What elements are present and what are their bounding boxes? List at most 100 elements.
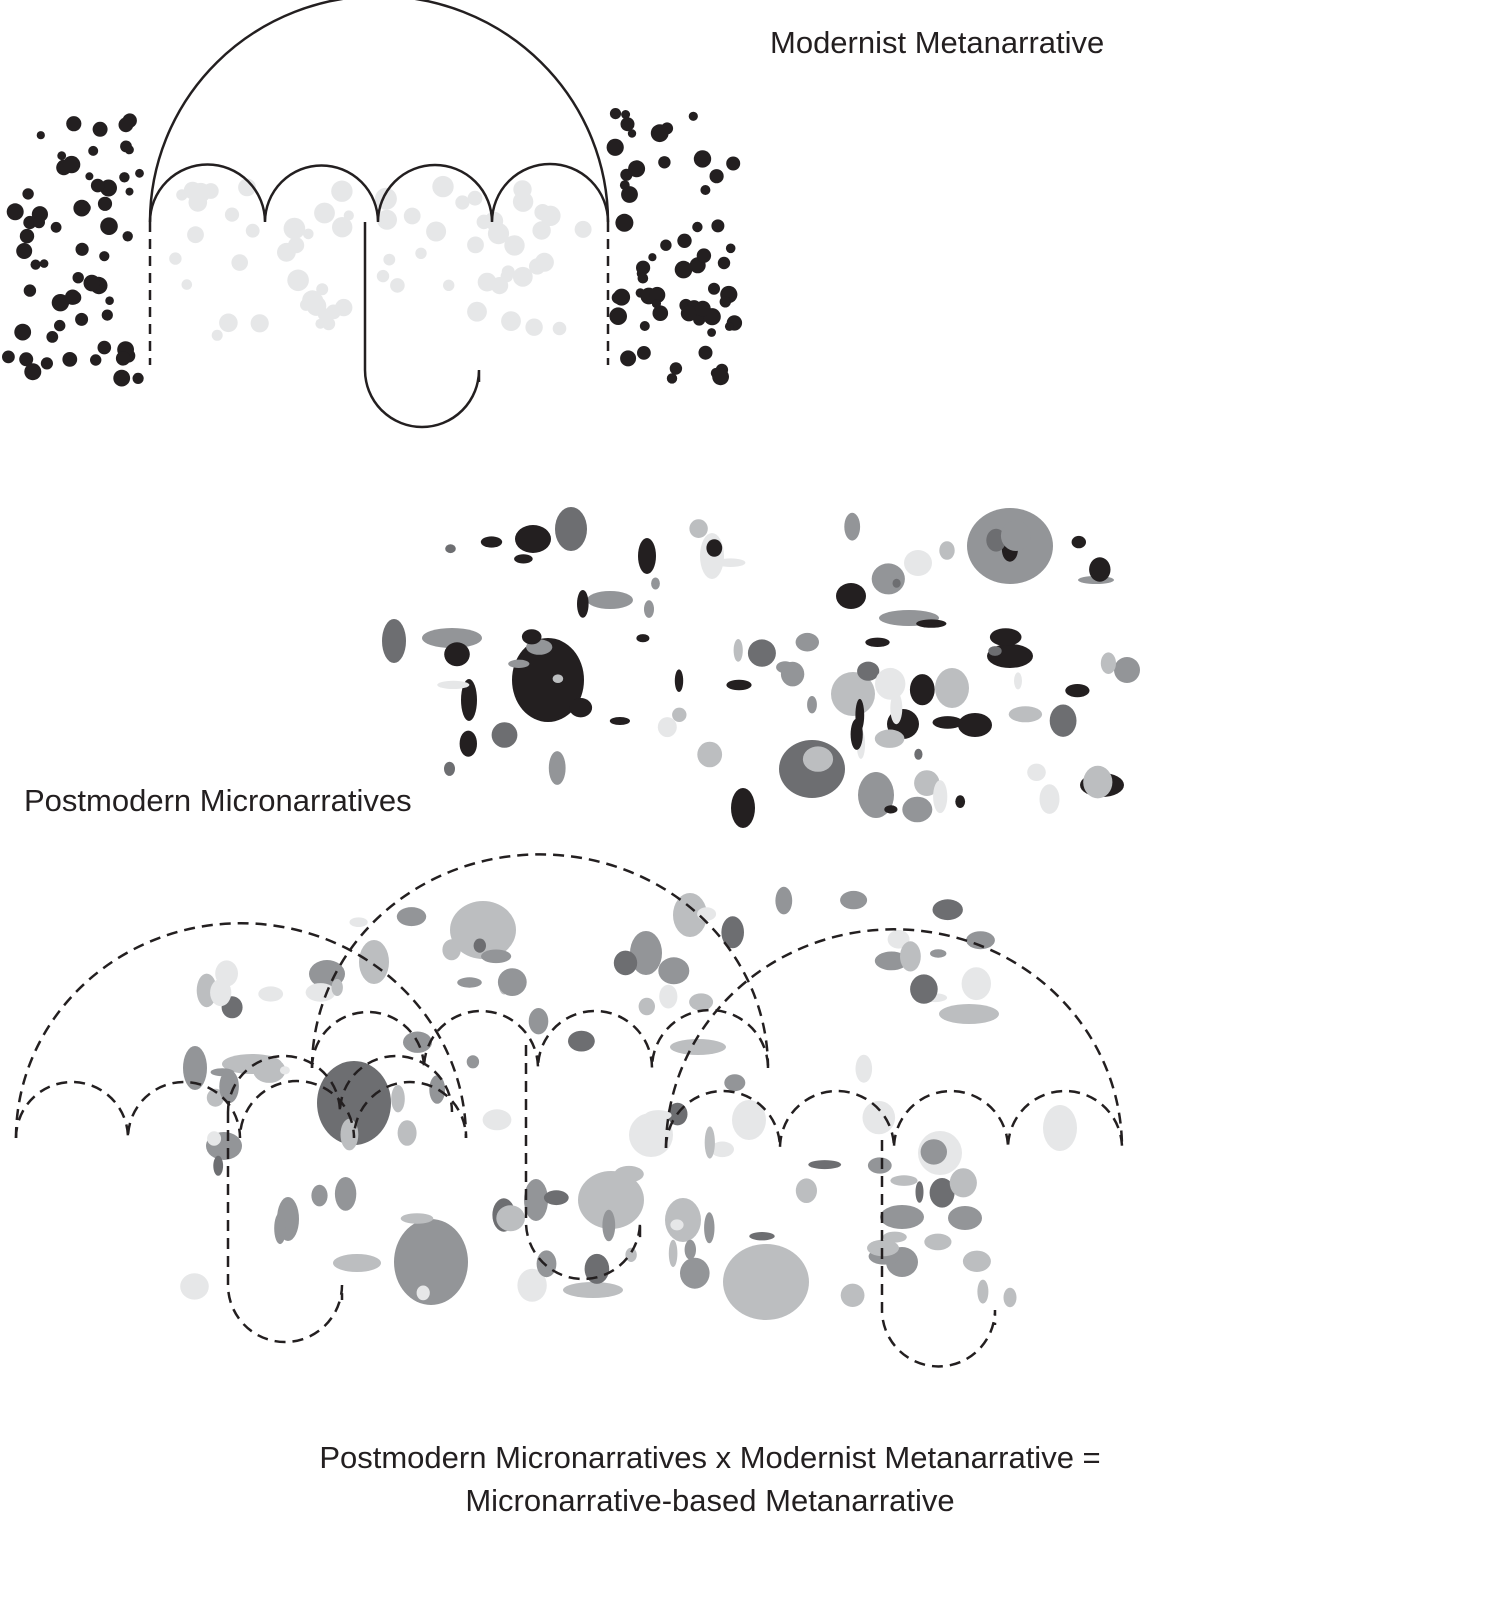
micronarrative [548,751,566,785]
micronarrative-gray [668,1239,678,1268]
micronarrative-gray [481,949,512,964]
raindrop-light [224,207,240,222]
raindrop-dark [620,350,637,367]
micronarrative-gray [206,1088,224,1107]
micronarrative [638,538,656,574]
raindrop-dark [88,145,99,156]
micronarrative [577,590,589,618]
micronarrative-gray [219,1069,239,1104]
micronarrative [1071,535,1087,549]
micronarrative [795,632,819,652]
raindrop-dark [680,305,698,322]
micronarrative-gray [334,1177,357,1211]
raindrop-dark [696,248,712,263]
micronarrative-gray [563,1282,623,1298]
micronarrative [651,577,660,590]
micronarrative-gray [331,979,343,996]
micronarrative-gray [949,1168,977,1198]
micronarratives-cloud [382,507,1140,828]
raindrop-dark [649,286,666,304]
micronarrative [555,507,587,551]
micronarrative-gray [497,968,527,996]
micronarrative-gray [684,1239,696,1260]
micronarrative [491,722,518,748]
micronarrative-gray [311,1184,328,1207]
raindrop-dark [609,108,622,120]
raindrop-light [250,314,269,333]
raindrop-dark [724,321,734,331]
raindrop-light [504,235,525,256]
modernist-metanarrative-label: Modernist Metanarrative [770,25,1105,60]
micronarrative-gray [391,1085,405,1113]
micronarrative-gray [910,974,938,1004]
raindrop-light [181,279,193,290]
raindrop-light [219,313,238,333]
micronarrative-gray [939,1004,999,1024]
dashed-umbrella-2 [310,853,770,1281]
micronarrative [871,563,905,595]
micronarrative-gray [840,890,868,910]
raindrop-dark [19,352,34,367]
micronarrative [459,730,477,757]
micronarrative-gray [625,1247,637,1262]
micronarrative [807,696,817,714]
micronarrative [444,642,470,667]
micronarrative [445,544,456,554]
solid-umbrella [148,0,610,429]
micronarrative-gray [517,1268,547,1302]
modernist-umbrella-panel [1,0,743,429]
micronarrative [587,591,633,609]
raindrop-dark [725,243,736,254]
raindrop-light [403,207,421,225]
micronarrative-gray [638,997,655,1016]
micronarrative [657,717,677,738]
micronarrative-gray [536,1250,557,1278]
raindrop-dark [666,373,678,384]
raindrop-light [532,221,551,240]
equation-line-2: Micronarrative-based Metanarrative [465,1483,955,1518]
micronarrative [480,536,503,548]
raindrop-dark [119,172,130,183]
micronarrative [1100,652,1116,674]
micronarrative-gray [396,907,427,927]
micronarrative-gray [466,1055,480,1069]
raindrop-dark [637,272,649,284]
raindrop-dark [609,307,627,326]
rain-right-dark [606,108,743,386]
raindrop-dark [621,186,638,203]
micronarrative-gray [643,1131,652,1144]
micronarrative-gray [457,977,482,988]
raindrop-dark [62,352,78,367]
micronarrative-gray [689,993,714,1011]
raindrop-light [169,252,182,265]
micronarrative [726,679,752,691]
micronarrative-gray [429,1075,446,1104]
micronarrative [831,672,875,716]
raindrop-dark [620,117,635,132]
micronarrative [422,628,482,648]
dashed-umbrella-3 [664,927,1124,1368]
micronarrative-gray [775,886,793,915]
raindrop-light [467,190,483,206]
micronarrative [609,717,631,725]
micronarrative-gray [317,1061,391,1145]
micronarrative [855,698,865,732]
postmodern-micronarratives-label: Postmodern Micronarratives [24,783,412,818]
micronarrative [674,669,684,692]
raindrop-light [512,266,533,287]
raindrop-dark [66,116,82,132]
micronarrative [731,788,755,828]
micronarrative [444,761,455,776]
micronarrative-gray [394,1219,468,1305]
micronarrative [1039,784,1060,814]
raindrop-dark [50,221,62,233]
raindrop-light [331,180,353,202]
micronarrative [672,707,687,722]
micronarrative-gray [333,1254,381,1272]
micronarrative-gray [584,1253,610,1284]
raindrop-dark [54,319,66,332]
micronarrative [1027,763,1046,781]
raindrop-light [238,178,256,197]
micronarrative [1089,557,1111,582]
raindrop-dark [115,351,131,366]
